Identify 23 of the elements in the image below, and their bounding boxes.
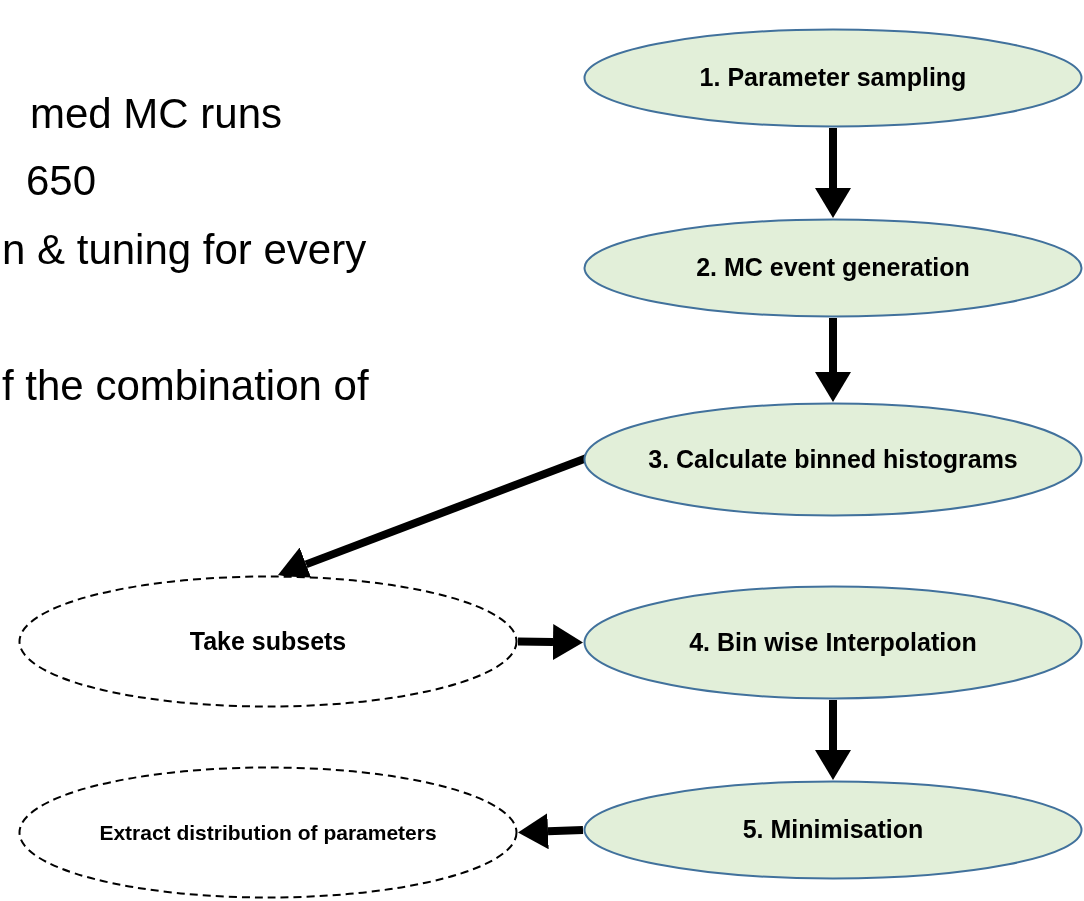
slide-text: 650: [26, 156, 97, 206]
arrow: [518, 813, 584, 850]
node-label: 5. Minimisation: [742, 814, 924, 846]
node-label: 4. Bin wise Interpolation: [689, 626, 977, 658]
slide-text: med MC runs: [30, 89, 283, 139]
node-label: 1. Parameter sampling: [699, 62, 967, 94]
slide-text: f the combination of: [2, 361, 369, 411]
node-label: 2. MC event generation: [696, 252, 970, 284]
node-label: 3. Calculate binned histograms: [648, 443, 1018, 475]
slide-text: n & tuning for every: [2, 225, 367, 275]
arrow: [815, 700, 851, 780]
dashed-ellipse: [18, 575, 518, 708]
process-ellipse: [583, 780, 1083, 880]
process-ellipse: [583, 218, 1083, 318]
arrow: [517, 624, 583, 661]
node-label: Extract distribution of parameters: [99, 819, 437, 846]
arrow: [815, 128, 851, 218]
process-ellipse: [583, 28, 1083, 128]
node-label: Take subsets: [189, 625, 347, 657]
process-ellipse: [583, 585, 1083, 700]
process-ellipse: [583, 402, 1083, 517]
dashed-ellipse: [18, 766, 518, 899]
arrow: [815, 318, 851, 402]
